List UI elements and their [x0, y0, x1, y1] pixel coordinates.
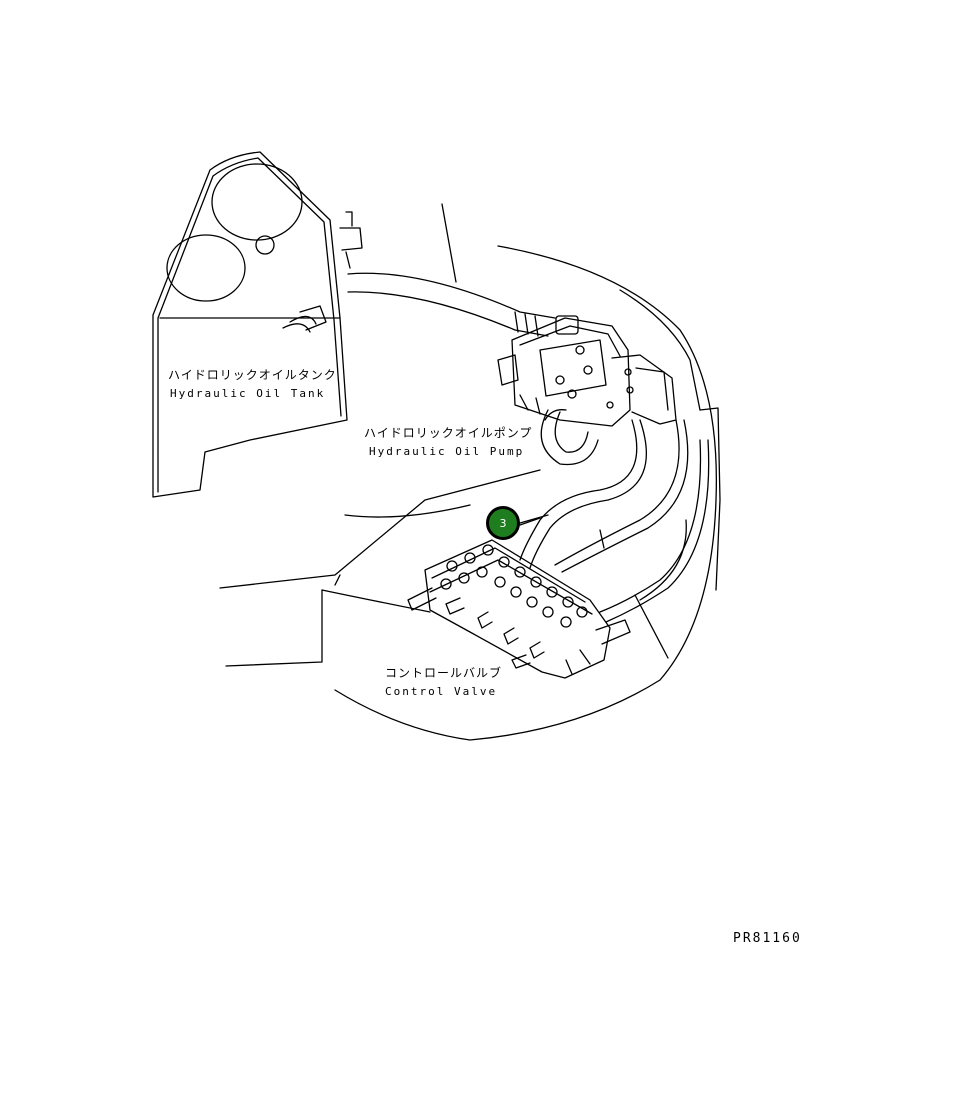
- pump-label-en: Hydraulic Oil Pump: [369, 445, 525, 458]
- hydraulic-oil-pump-drawing: [497, 315, 677, 466]
- pump-label-jp: ハイドロリックオイルポンプ: [364, 426, 533, 440]
- drawing-code: PR81160: [733, 931, 802, 946]
- valve-section-circles: [440, 544, 588, 628]
- suction-pipe-drawing: [347, 203, 556, 337]
- callout-number-text: 3: [499, 516, 507, 530]
- control-valve-drawing: [407, 539, 631, 679]
- callout-number-3[interactable]: 3: [486, 506, 520, 540]
- hydraulic-oil-tank-drawing: [152, 151, 363, 498]
- tank-label-en: Hydraulic Oil Tank: [170, 387, 326, 400]
- tank-label-jp: ハイドロリックオイルタンク: [168, 368, 337, 382]
- hydraulic-hoses-drawing: [519, 419, 710, 623]
- valve-label-en: Control Valve: [385, 685, 498, 698]
- valve-label-jp: コントロールバルブ: [385, 666, 503, 680]
- callout-leader-line: [519, 514, 549, 524]
- machine-frame-drawing: [219, 245, 721, 741]
